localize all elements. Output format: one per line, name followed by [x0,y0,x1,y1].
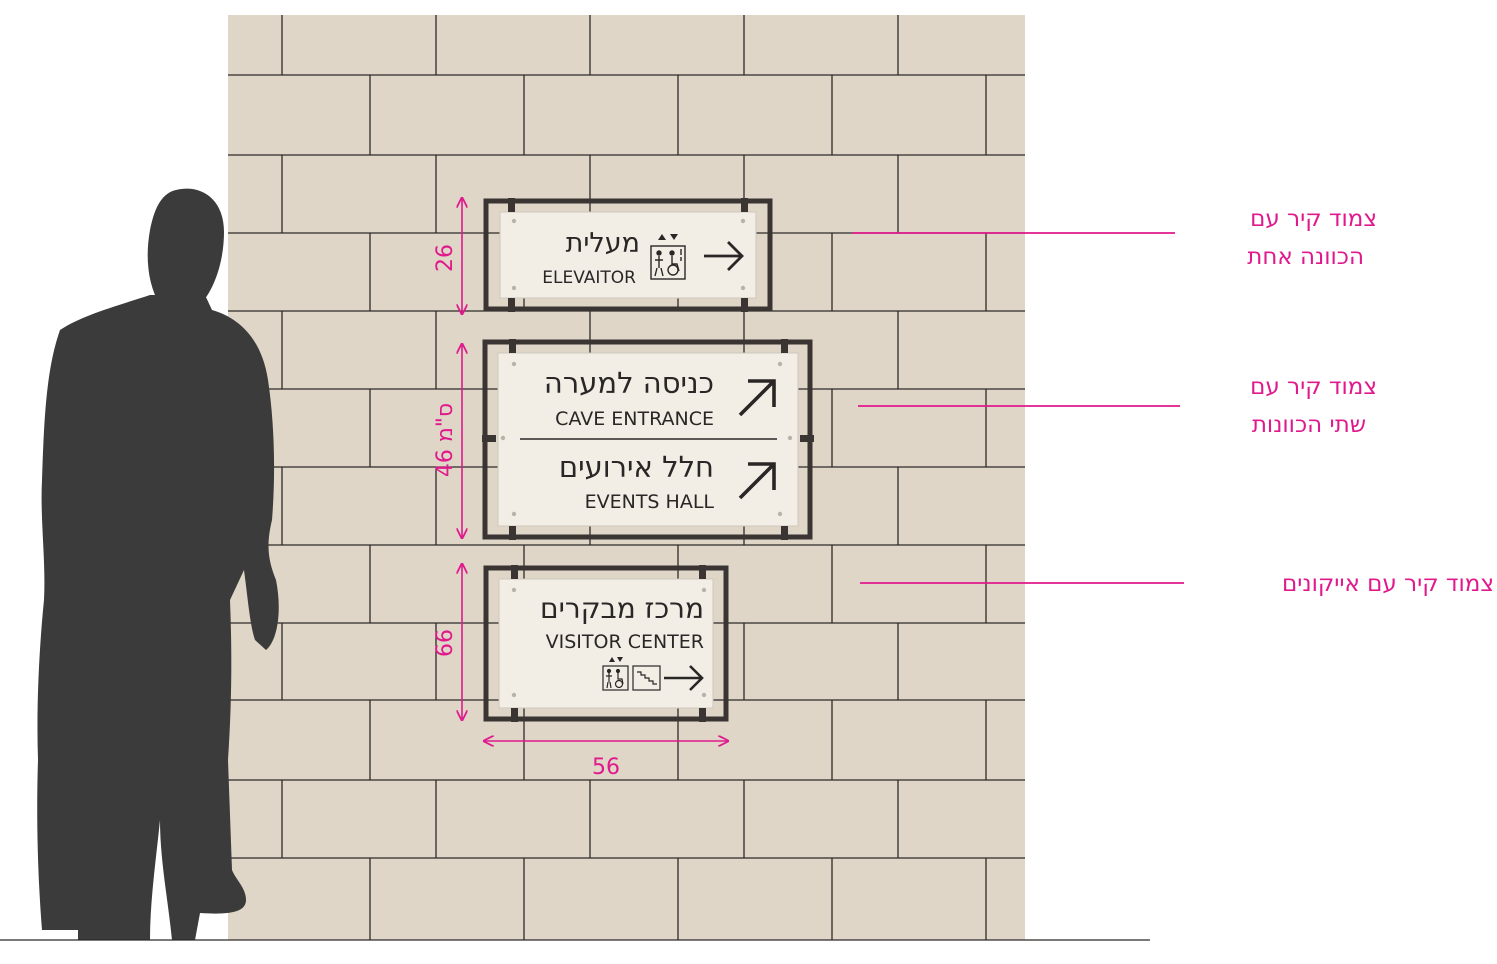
callout-lines [852,232,1184,584]
arrow-up-right-icon [738,462,776,500]
elevator-icon [650,234,686,280]
arrow-up-right-icon [738,379,776,417]
person-silhouette [37,188,279,940]
elevator-icon [602,657,629,691]
sign-visitor-center: מרכז מבקרים VISITOR CENTER [483,565,729,722]
sign1-english: ELEVAITOR [542,268,636,288]
arrow-right-icon [704,241,744,271]
sign-directions: כניסה למערה CAVE ENTRANCE חלל אירועים EV… [482,339,814,540]
stairs-icon [632,665,661,691]
dimension-markers [462,198,728,741]
sign1-hebrew: מעלית [566,228,640,259]
callout3-line1: צמוד קיר עם אייקונים [1282,571,1494,597]
arrow-right-icon [664,665,704,691]
sign2-row1-hebrew: כניסה למערה [544,366,714,400]
sign-elevator: מעלית ELEVAITOR [483,198,773,312]
callout1-line1: צמוד קיר עם [1250,206,1377,232]
sign2-height-label: 46 ס"מ [433,403,458,477]
sign1-height-label: 26 [433,244,458,272]
width-label: 56 [592,755,620,780]
callout2-line1: צמוד קיר עם [1250,374,1377,400]
sign3-height-label: 66 [433,629,458,657]
sign3-hebrew: מרכז מבקרים [540,592,704,625]
sign2-row2-hebrew: חלל אירועים [559,450,714,484]
callout2-line2: שתי הכוונות [1252,412,1366,438]
sign3-english: VISITOR CENTER [546,631,704,653]
sign2-row1-english: CAVE ENTRANCE [555,408,714,430]
callout1-line2: הכוונה אחת [1247,244,1364,270]
sign2-row2-english: EVENTS HALL [585,491,715,513]
